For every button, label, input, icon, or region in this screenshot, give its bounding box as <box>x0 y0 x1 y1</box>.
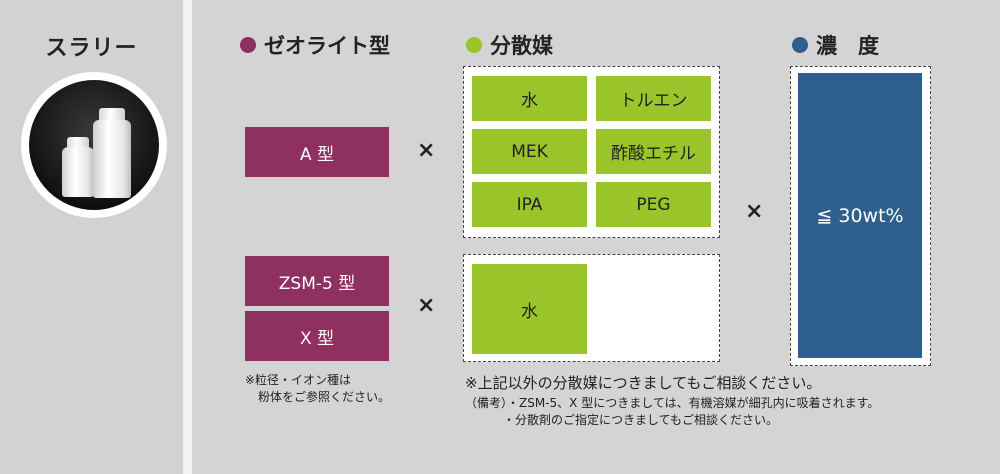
dispersion-header: 分散媒 <box>466 30 553 60</box>
dispersion-dot-icon <box>466 37 482 53</box>
small-bottle <box>62 147 94 197</box>
concentration-value: ≦ 30wt% <box>798 73 922 358</box>
solvent-cell: PEG <box>596 182 711 227</box>
zeolite-type-a: A 型 <box>245 127 389 177</box>
large-bottle <box>93 120 131 198</box>
zeolite-type-x: X 型 <box>245 311 389 361</box>
slurry-title: スラリー <box>45 36 138 61</box>
product-photo-frame <box>21 72 167 218</box>
remark-line1: （備考）・ZSM-5、X 型につきましては、有機溶媒が細孔内に吸着されます。 <box>465 396 880 410</box>
dispersion-header-label: 分散媒 <box>490 34 553 58</box>
times-symbol-2: × <box>417 293 436 318</box>
zeolite-header-label: ゼオライト型 <box>264 34 390 58</box>
remark-line2: ・分散剤のご指定につきましてもご相談ください。 <box>503 413 779 427</box>
times-symbol-3: × <box>745 199 764 224</box>
solvent-cell: トルエン <box>596 76 711 121</box>
particle-note-line1: ※粒径・イオン種は <box>245 373 352 387</box>
concentration-dot-icon <box>792 37 808 53</box>
solvent-cell: MEK <box>472 129 587 174</box>
concentration-header-label: 濃 度 <box>816 34 879 58</box>
solvent-cell: 酢酸エチル <box>596 129 711 174</box>
solvent-cell: 水 <box>472 76 587 121</box>
consult-note: ※上記以外の分散媒につきましてもご相談ください。 <box>465 374 822 392</box>
zeolite-dot-icon <box>240 37 256 53</box>
small-bottle-cap <box>67 137 89 149</box>
panel-divider <box>183 0 192 474</box>
large-bottle-cap <box>99 108 125 122</box>
particle-note-line2: 粉体をご参照ください。 <box>258 390 391 404</box>
times-symbol-1: × <box>417 138 436 163</box>
product-photo <box>29 80 159 210</box>
slurry-panel: スラリー <box>0 0 183 474</box>
zeolite-header: ゼオライト型 <box>240 30 390 60</box>
solvent-cell: 水 <box>472 264 587 354</box>
concentration-header: 濃 度 <box>792 30 879 60</box>
solvent-cell: IPA <box>472 182 587 227</box>
zeolite-type-zsm5: ZSM-5 型 <box>245 256 389 306</box>
